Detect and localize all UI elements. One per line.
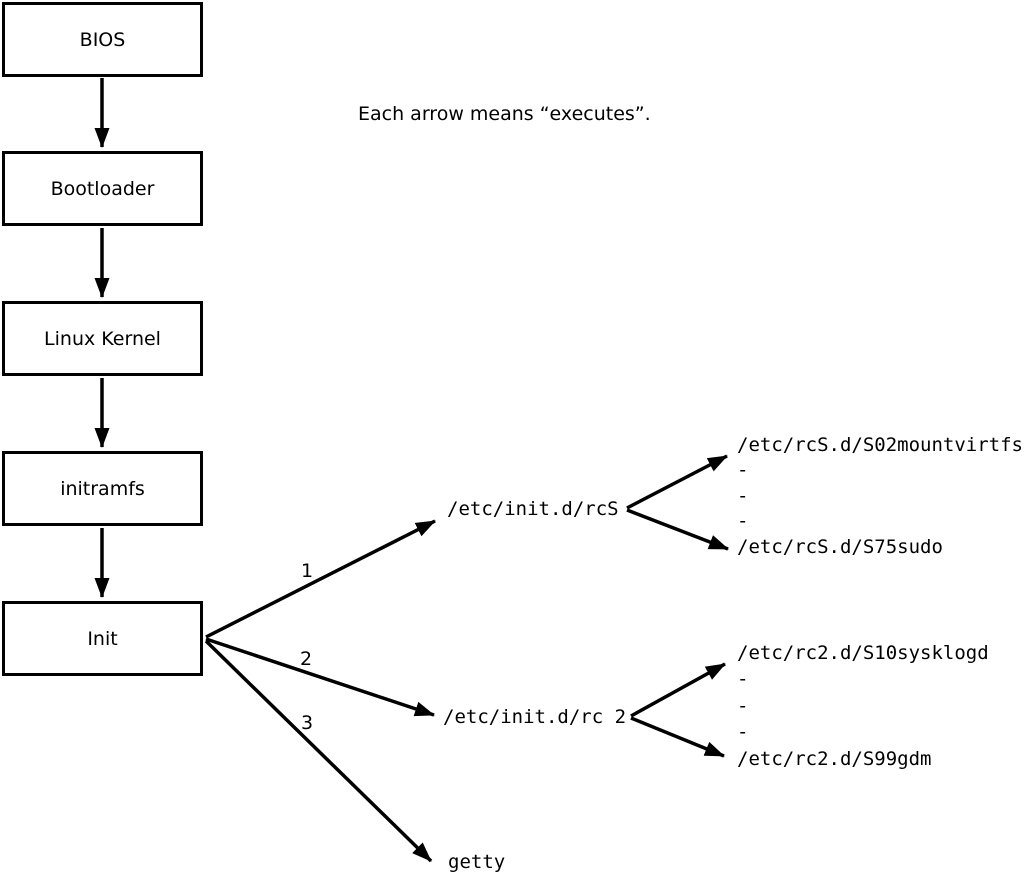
- node-rcS-child-dash-1: -: [737, 459, 749, 481]
- node-rc2-child-dash-1: -: [737, 668, 749, 690]
- box-initramfs-label: initramfs: [60, 477, 145, 500]
- box-bootloader: Bootloader: [2, 151, 203, 226]
- branch-1-number: 1: [301, 560, 314, 582]
- box-linux-kernel-label: Linux Kernel: [44, 327, 161, 350]
- branch-3-number: 3: [301, 712, 314, 734]
- arrow-init-to-getty: [204, 639, 433, 863]
- box-initramfs: initramfs: [2, 451, 203, 526]
- box-bios-label: BIOS: [79, 28, 126, 51]
- node-rcS-child-dash-2: -: [737, 485, 749, 507]
- arrow-rc2-to-S99gdm: [630, 716, 725, 758]
- legend-note: Each arrow means “executes”.: [358, 103, 651, 125]
- arrow-rc2-to-S10sysklogd: [630, 662, 726, 718]
- box-bootloader-label: Bootloader: [50, 177, 155, 200]
- node-getty: getty: [448, 851, 506, 873]
- branch-2-number: 2: [300, 648, 313, 670]
- node-etc-init-d-rcS: /etc/init.d/rcS: [447, 498, 619, 520]
- arrow-init-to-rcS: [205, 519, 436, 639]
- node-etc-init-d-rc2: /etc/init.d/rc 2: [443, 706, 627, 728]
- node-rcS-child-dash-3: -: [737, 510, 749, 532]
- node-rc2-child-dash-2: -: [737, 695, 749, 717]
- arrow-rcS-to-S75sudo: [626, 508, 729, 551]
- node-rc2-child-S10sysklogd: /etc/rc2.d/S10sysklogd: [737, 642, 989, 664]
- box-init: Init: [2, 601, 203, 676]
- arrow-init-to-rc2: [205, 637, 435, 717]
- node-rc2-child-S99gdm: /etc/rc2.d/S99gdm: [737, 748, 932, 770]
- node-rc2-child-dash-3: -: [737, 721, 749, 743]
- box-init-label: Init: [87, 627, 118, 650]
- box-bios: BIOS: [2, 2, 203, 77]
- node-rcS-child-S02mountvirtfs: /etc/rcS.d/S02mountvirtfs: [737, 434, 1023, 456]
- box-linux-kernel: Linux Kernel: [2, 301, 203, 376]
- arrow-rcS-to-S02mountvirtfs: [626, 454, 728, 510]
- node-rcS-child-S75sudo: /etc/rcS.d/S75sudo: [737, 536, 943, 558]
